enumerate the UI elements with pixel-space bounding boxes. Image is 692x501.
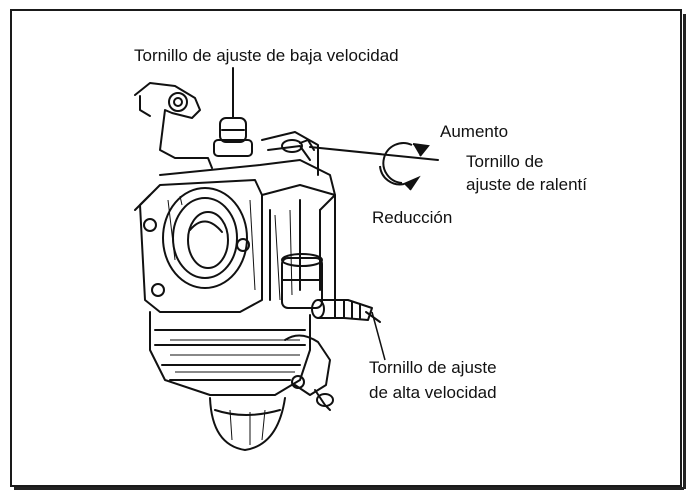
high-speed-screw-label-line2: de alta velocidad <box>369 383 497 402</box>
frame-shadow-bottom <box>14 487 684 490</box>
low-speed-screw-label: Tornillo de ajuste de baja velocidad <box>134 46 399 65</box>
high-speed-screw-label-line1: Tornillo de ajuste <box>369 358 497 377</box>
idle-screw-label-line2: ajuste de ralentí <box>466 175 587 194</box>
frame-shadow-right <box>683 14 686 489</box>
increase-label: Aumento <box>440 122 509 141</box>
decrease-label: Reducción <box>372 208 453 227</box>
idle-screw-label-line1: Tornillo de <box>466 152 544 171</box>
figure-frame <box>10 9 682 487</box>
rotation-arrow-icon <box>379 142 430 191</box>
